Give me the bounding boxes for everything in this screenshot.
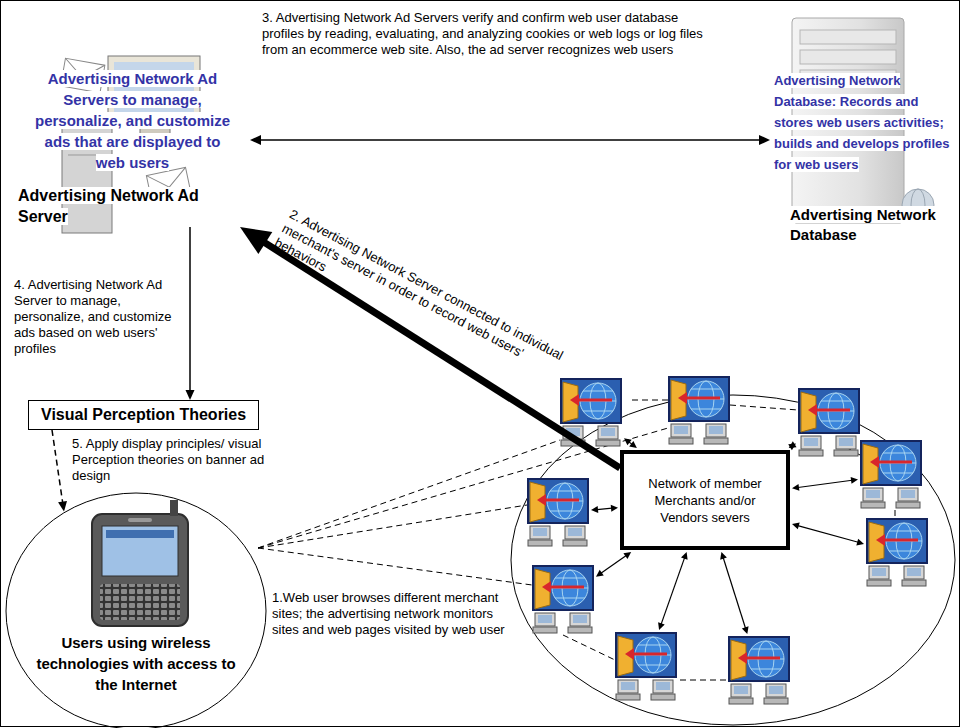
link-line xyxy=(798,526,858,543)
mobile-device xyxy=(92,500,188,626)
edge-label: 4. Advertising Network Ad Server to mana… xyxy=(14,277,172,356)
merchant-computers xyxy=(528,377,927,704)
link-line xyxy=(597,508,612,509)
user-label-block: Users using wireless technologies with a… xyxy=(31,492,241,695)
link-line xyxy=(601,555,626,573)
link-head xyxy=(629,441,637,448)
connector xyxy=(186,227,195,400)
database-description: Advertising Network Database: Records an… xyxy=(774,73,950,172)
server-description-block: Advertising Network Ad Servers to manage… xyxy=(30,68,235,173)
database-heading-block: Advertising Network Database xyxy=(770,205,958,245)
link-head xyxy=(624,438,632,445)
connector xyxy=(250,135,770,145)
note-label: 1.Web user browses different merchant si… xyxy=(272,590,505,637)
user-label: Users using wireless technologies with a… xyxy=(36,634,235,693)
database-heading: Advertising Network Database xyxy=(790,206,936,243)
process-box: Visual Perception Theories xyxy=(28,400,259,430)
server-heading: Advertising Network Ad Server xyxy=(18,187,199,225)
link-head xyxy=(742,626,749,634)
link-head xyxy=(596,570,604,577)
link-head xyxy=(611,505,618,512)
server-heading-block: Advertising Network Ad Server xyxy=(18,185,218,227)
link-head xyxy=(856,539,864,546)
merchant-links xyxy=(591,438,864,634)
arrow-head xyxy=(250,135,261,145)
connector xyxy=(52,430,67,512)
link-line xyxy=(661,558,685,625)
network-label-block: Network of member Merchants and/or Vendo… xyxy=(632,475,778,526)
server-description: Advertising Network Ad Servers to manage… xyxy=(35,70,230,171)
edge-label: 5. Apply display principles/ visual Perc… xyxy=(72,436,264,483)
ad-server-node: Advertising Network Ad Servers to manage… xyxy=(18,64,250,227)
ellipse-shape xyxy=(6,493,266,728)
arrow-head xyxy=(186,390,195,400)
edge-label-block: 4. Advertising Network Ad Server to mana… xyxy=(14,277,182,357)
database-node: Advertising Network Database: Records an… xyxy=(770,64,958,245)
link-head xyxy=(792,523,800,530)
note-label-block: 1.Web user browses different merchant si… xyxy=(272,590,507,638)
link-head xyxy=(681,552,688,560)
network-label: Network of member Merchants and/or Vendo… xyxy=(648,476,761,525)
link-head xyxy=(851,477,858,484)
connector-line xyxy=(262,241,620,468)
arrow-head xyxy=(240,227,272,254)
connector-line xyxy=(189,227,191,392)
process-label: Visual Perception Theories xyxy=(41,406,246,423)
link-head xyxy=(658,622,665,630)
connector-line xyxy=(259,139,760,141)
network-box: Network of member Merchants and/or Vendo… xyxy=(620,450,790,550)
user-circle: Users using wireless technologies with a… xyxy=(5,492,267,728)
process-label-block: Visual Perception Theories xyxy=(41,405,246,425)
link-head xyxy=(623,552,631,559)
connector-line xyxy=(52,430,63,503)
edge-label-block: 2. Advertising Network Server connected … xyxy=(272,206,569,393)
arrow-head xyxy=(58,501,67,512)
link-head xyxy=(792,484,799,491)
link-line xyxy=(723,558,745,629)
link-line xyxy=(798,480,852,487)
edge-label-block: 5. Apply display principles/ visual Perc… xyxy=(72,436,267,484)
edge-label: 3. Advertising Network Ad Servers verify… xyxy=(262,10,703,57)
edge-label-block: 3. Advertising Network Ad Servers verify… xyxy=(262,10,712,58)
link-head xyxy=(591,506,598,513)
arrow-head xyxy=(759,135,770,145)
link-head xyxy=(720,552,727,560)
database-description-block: Advertising Network Database: Records an… xyxy=(770,64,958,175)
